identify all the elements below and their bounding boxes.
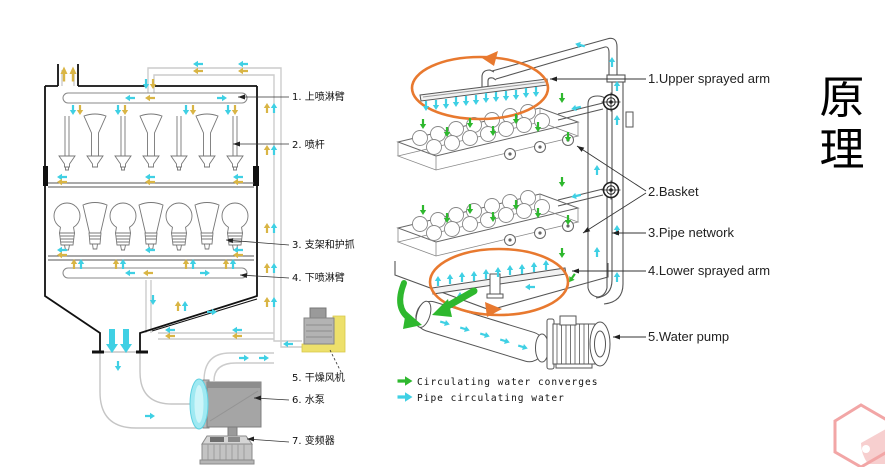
label-pipe-network: 3.Pipe network [648, 225, 734, 240]
label-lower-sprayed-arm: 4.Lower sprayed arm [648, 263, 770, 278]
side-title-char-1: 原 [819, 71, 865, 124]
label-water-pump-en: 5.Water pump [648, 329, 729, 344]
highlight-ellipse-lower [428, 247, 570, 317]
basket-port-lower [600, 179, 622, 201]
side-title: 原 理 [804, 72, 880, 176]
pipe-bracket [625, 111, 634, 128]
hexagon-dot [862, 445, 870, 453]
highlight-ellipse-upper [410, 51, 550, 121]
hexagon-outline [833, 403, 885, 467]
workpiece-row [53, 202, 249, 251]
converging-water-arrows [397, 93, 578, 329]
suction-duct [415, 300, 545, 363]
label-spray-rod: 2. 喷杆 [292, 139, 325, 151]
water-pump [189, 378, 262, 446]
basket-lower [398, 191, 578, 257]
label-drying-fan: 5. 干燥风机 [292, 371, 345, 384]
label-upper-spray-arm: 1. 上喷淋臂 [292, 90, 345, 103]
right-door-hinge [253, 166, 259, 186]
label-upper-sprayed-arm: 1.Upper sprayed arm [648, 71, 770, 86]
drying-fan [301, 307, 346, 353]
cabinet-outline [44, 64, 258, 354]
hexagon-watermark [833, 403, 885, 467]
green-arrow-icon [397, 376, 413, 386]
label-inverter: 7. 变频器 [292, 434, 335, 447]
cyan-arrow-icon [397, 392, 413, 402]
label-bracket-grip: 3. 支架和护抓 [292, 238, 355, 251]
label-lower-spray-arm: 4. 下喷淋臂 [292, 271, 345, 284]
right-diagram: 1.Upper sprayed arm 2.Basket 3.Pipe netw… [394, 37, 770, 404]
left-diagram: 1. 上喷淋臂 2. 喷杆 3. 支架和护抓 4. 下喷淋臂 5. 干燥风机 6… [43, 60, 355, 465]
basket-port-upper [600, 91, 622, 113]
left-door-hinge [43, 166, 48, 186]
label-basket: 2.Basket [648, 184, 699, 199]
legend: Circulating water converges Pipe circula… [397, 376, 598, 404]
side-title-char-2: 理 [819, 123, 865, 176]
legend-converges: Circulating water converges [417, 377, 598, 388]
legend-pipe-water: Pipe circulating water [417, 393, 565, 404]
label-water-pump: 6. 水泵 [292, 394, 325, 406]
water-pump-3d [535, 315, 611, 370]
spray-rods [58, 113, 244, 171]
basket-upper [398, 105, 578, 171]
frequency-inverter [199, 435, 255, 465]
lower-spray-arm [62, 267, 248, 279]
upper-spray-arm [62, 92, 248, 104]
upper-sprayed-arm-3d [419, 78, 549, 102]
